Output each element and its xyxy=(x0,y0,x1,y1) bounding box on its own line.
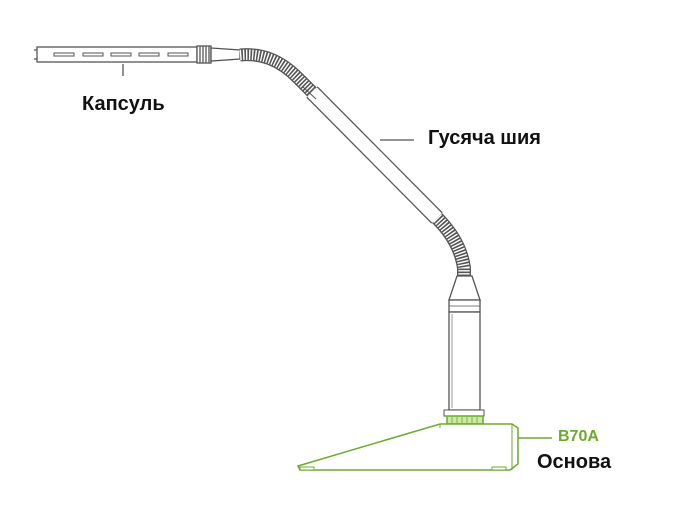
capsule xyxy=(34,45,241,64)
leader-lines xyxy=(122,64,552,439)
capsule-label: Капсуль xyxy=(82,93,165,115)
gooseneck-label: Гусяча шия xyxy=(428,127,541,149)
model-label: B70A xyxy=(558,428,599,445)
preamp-tube xyxy=(448,275,481,411)
base-label: Основа xyxy=(537,451,612,473)
base-stand xyxy=(296,409,519,471)
gooseneck xyxy=(239,48,471,276)
